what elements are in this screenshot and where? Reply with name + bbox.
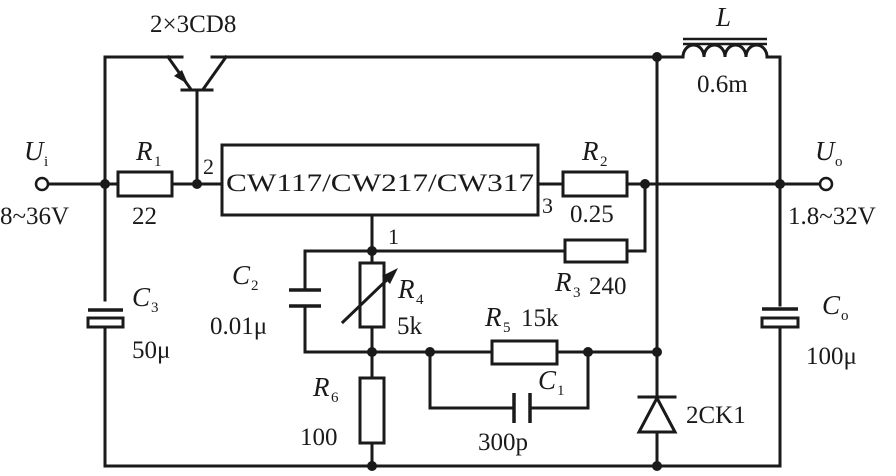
c1-value: 300p: [478, 429, 528, 456]
r4-symbol: R: [397, 274, 415, 304]
r5-symbol: R: [484, 302, 502, 332]
diode-2ck1: [636, 394, 678, 434]
r6-symbol-sub: 6: [331, 390, 339, 406]
output-symbol-sub: o: [835, 154, 843, 170]
inductor-symbol: L: [715, 2, 731, 32]
r3-symbol: R: [554, 267, 572, 297]
regulator-pin-2: 2: [203, 154, 214, 179]
input-symbol-sub: i: [44, 154, 48, 170]
inductor-l: [681, 37, 769, 59]
co-value: 100μ: [806, 343, 857, 370]
c2-symbol: C: [232, 260, 251, 290]
resistor-r3: [563, 238, 629, 264]
r3-value: 240: [589, 273, 627, 300]
capacitor-co: [760, 307, 800, 329]
r5-value: 15k: [521, 305, 559, 332]
r1-symbol-sub: 1: [154, 154, 162, 170]
output-range: 1.8~32V: [788, 203, 876, 230]
capacitor-c2: [289, 288, 321, 308]
resistor-r2: [561, 170, 629, 198]
input-range: 8~36V: [0, 203, 69, 230]
input-terminal: [34, 176, 50, 192]
diode-label: 2CK1: [686, 402, 746, 429]
r3-symbol-sub: 3: [573, 285, 581, 301]
output-symbol: U: [815, 136, 836, 166]
potentiometer-r4: [340, 261, 398, 329]
capacitor-c1: [512, 393, 532, 423]
co-symbol: C: [822, 290, 841, 320]
transistor-2x3cd8: [165, 54, 229, 92]
r2-symbol-sub: 2: [600, 154, 608, 170]
r5-symbol-sub: 5: [503, 320, 511, 336]
r1-symbol: R: [135, 136, 153, 166]
c2-value: 0.01μ: [210, 313, 267, 340]
r4-value: 5k: [397, 313, 423, 340]
resistor-r6: [358, 376, 386, 445]
r1-value: 22: [132, 203, 157, 230]
c1-symbol-sub: 1: [557, 383, 565, 399]
resistor-r1: [116, 170, 174, 198]
regulator-pin-1: 1: [388, 224, 399, 249]
co-symbol-sub: o: [841, 308, 849, 324]
regulator-ic: [220, 143, 540, 217]
c1-symbol: C: [538, 365, 557, 395]
r2-symbol: R: [581, 136, 599, 166]
emitter-arrow-icon: [174, 70, 188, 84]
output-terminal: [818, 176, 834, 192]
c2-symbol-sub: 2: [251, 278, 259, 294]
r4-symbol-sub: 4: [416, 292, 424, 308]
capacitor-c3: [86, 308, 125, 329]
resistor-r5: [490, 339, 559, 366]
input-symbol: U: [24, 136, 45, 166]
c3-value: 50μ: [132, 337, 170, 364]
r6-value: 100: [300, 424, 338, 451]
c3-symbol-sub: 3: [151, 300, 159, 316]
inductor-value: 0.6m: [697, 71, 748, 98]
r2-value: 0.25: [570, 201, 614, 228]
c3-symbol: C: [132, 282, 151, 312]
junctions: [100, 52, 785, 471]
regulator-label: CW117/CW217/CW317: [226, 170, 534, 197]
adjust-arrow-icon: [382, 268, 398, 284]
wires: [46, 55, 822, 468]
regulator-pin-3: 3: [542, 193, 553, 218]
transistor-label: 2×3CD8: [150, 11, 236, 38]
r6-symbol: R: [312, 372, 330, 402]
